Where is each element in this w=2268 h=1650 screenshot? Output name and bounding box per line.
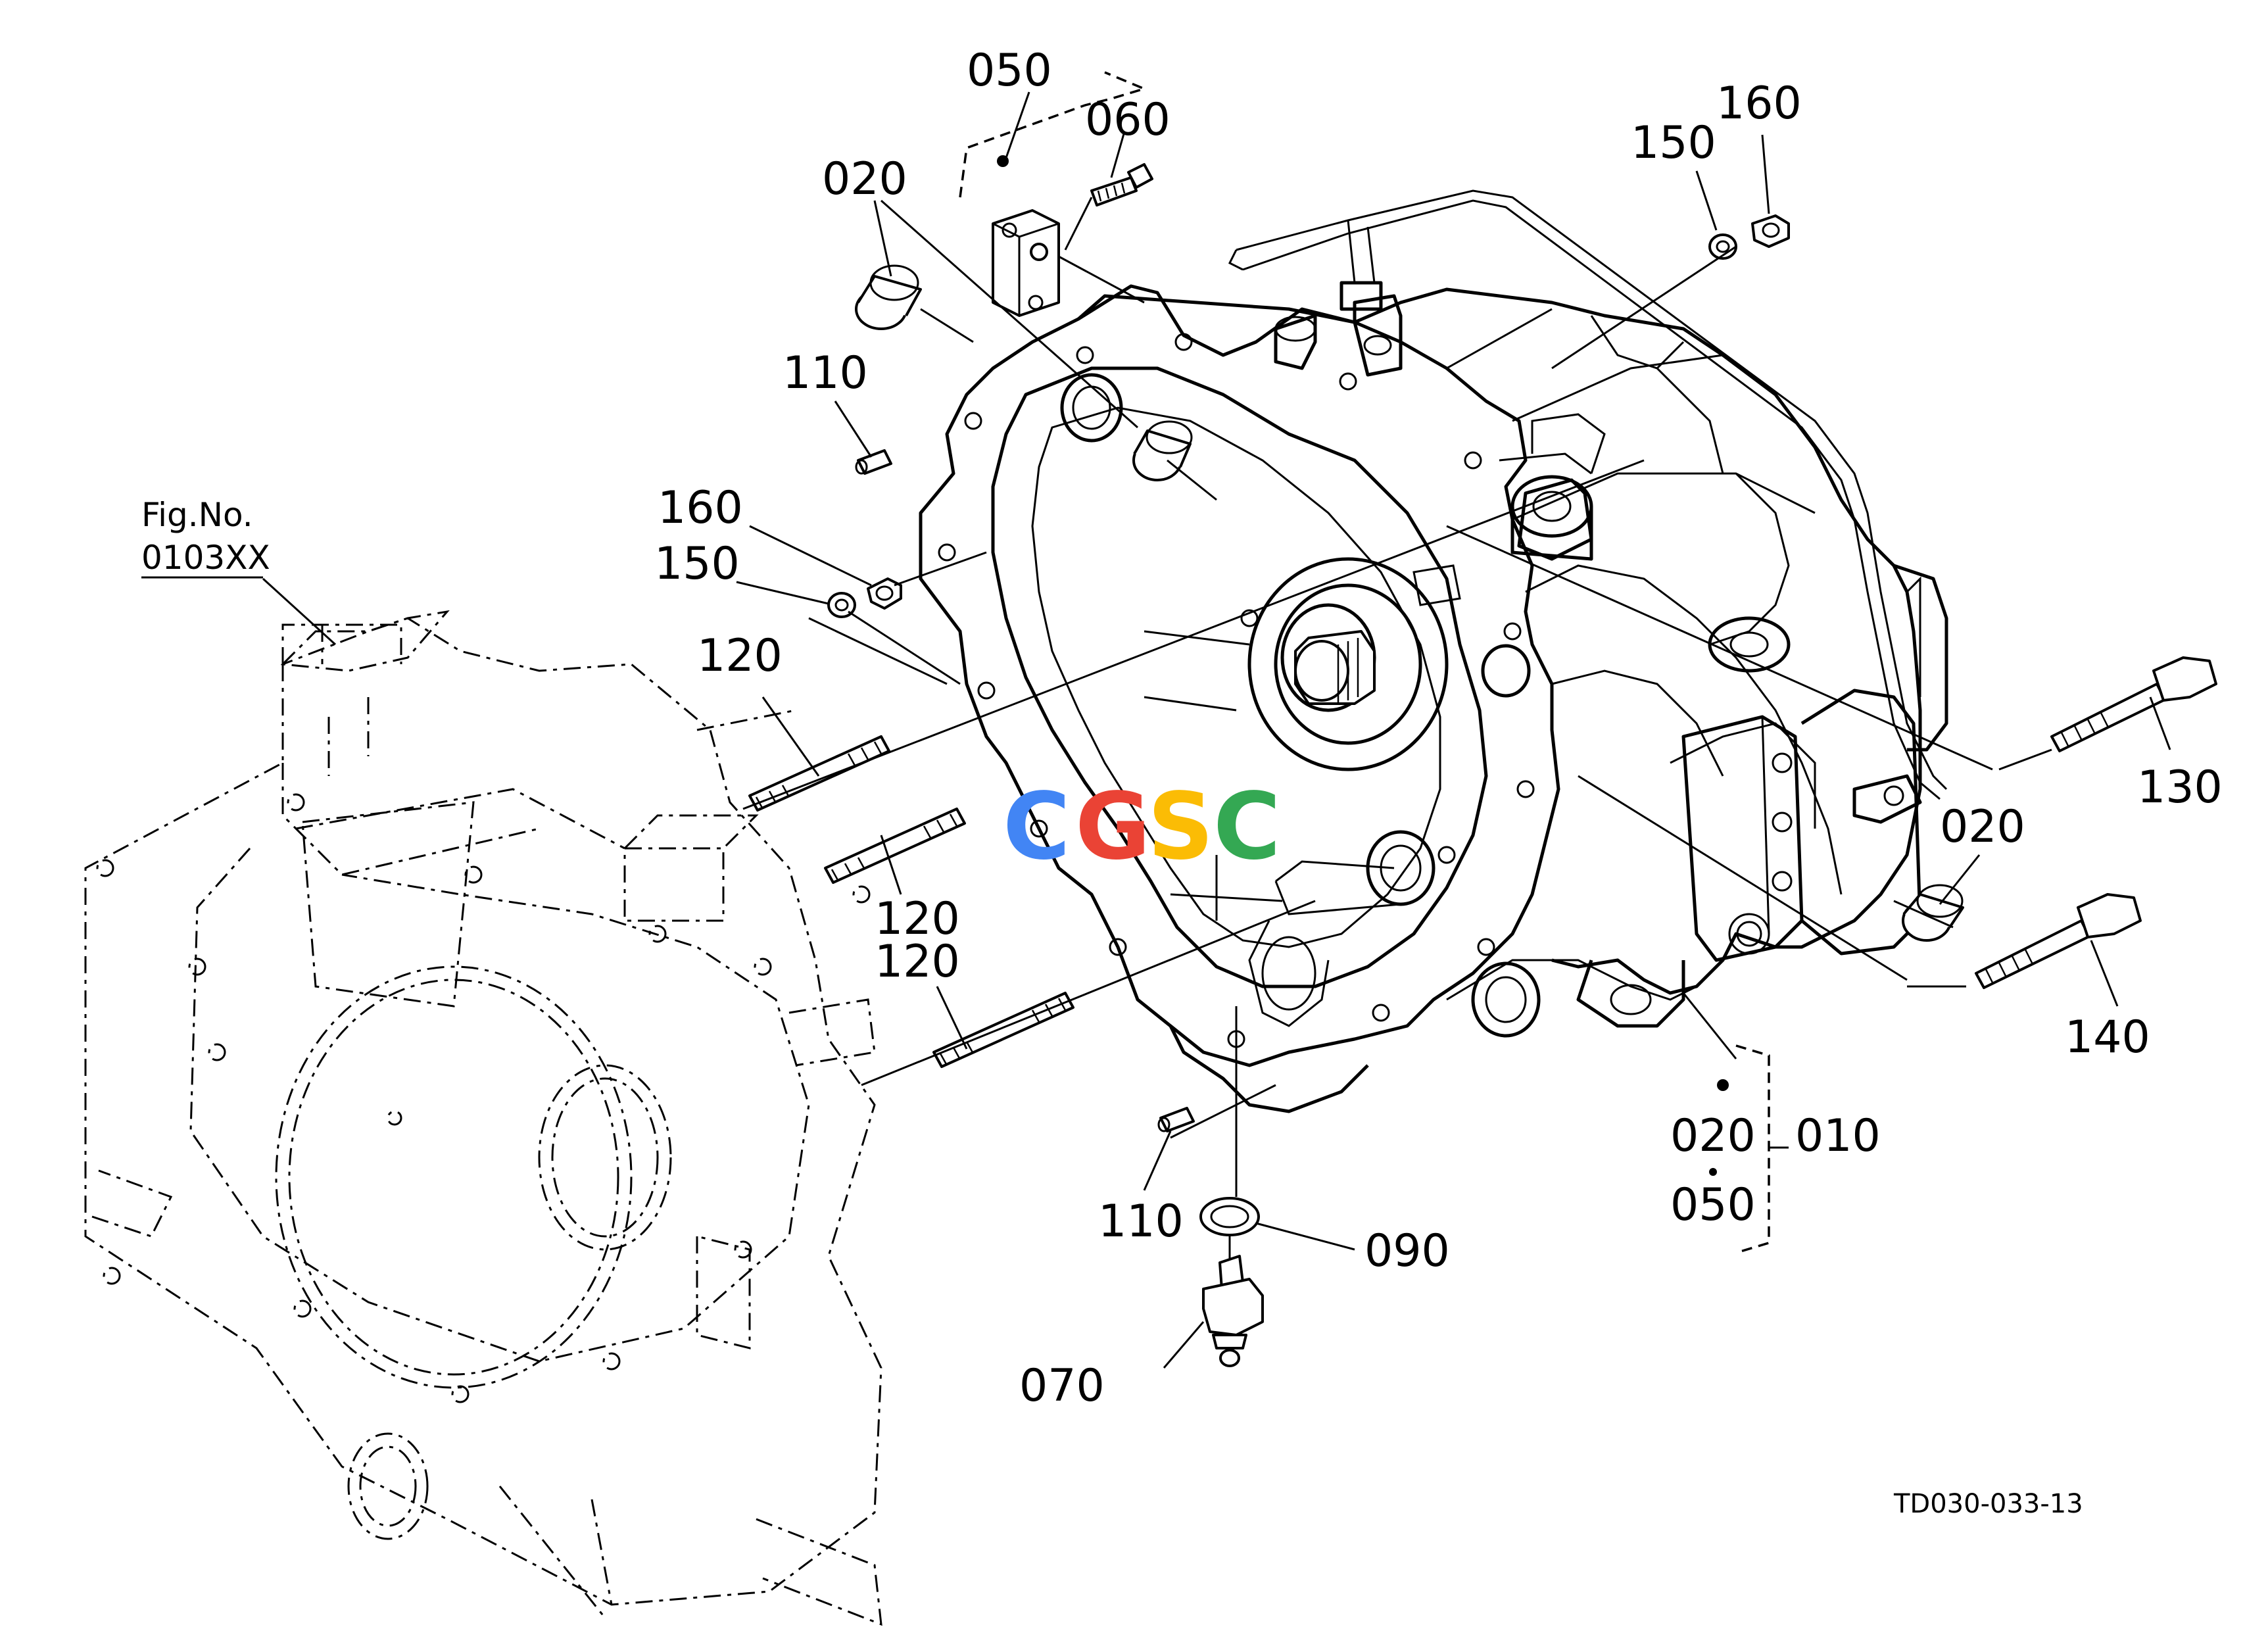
bolt-060	[1090, 163, 1153, 206]
callout-160-right: 160	[1716, 78, 1802, 130]
dowel-pin-110-bottom	[1157, 1107, 1195, 1132]
callout-010: 010	[1795, 1110, 1881, 1162]
bolt-140	[1975, 893, 2142, 989]
oring-090	[1199, 1197, 1260, 1236]
callout-020-group: 020	[1670, 1110, 1756, 1162]
flywheel-housing-phantom	[84, 610, 882, 1626]
callout-150-right: 150	[1631, 117, 1716, 169]
watermark-letter-3: S	[1147, 773, 1214, 881]
watermark: C G S C	[1003, 773, 1281, 881]
bracket-050	[992, 209, 1060, 317]
callout-140: 140	[2065, 1011, 2150, 1063]
group-dot-separator	[1709, 1168, 1717, 1176]
fig-ref-line1: Fig.No.	[141, 496, 253, 534]
stud-120-c	[932, 992, 1074, 1068]
group-brackets	[959, 71, 1789, 1254]
bushing-020-top	[855, 264, 922, 330]
callout-090: 090	[1364, 1225, 1450, 1277]
watermark-letter-2: G	[1075, 773, 1151, 881]
callout-110-bottom: 110	[1098, 1196, 1184, 1248]
dowel-pin-110-top	[855, 449, 892, 475]
group-dot-010	[1717, 1079, 1729, 1091]
callout-110-top: 110	[783, 347, 868, 399]
callout-150-left: 150	[654, 538, 740, 590]
figure-code: TD030-033-13	[1893, 1489, 2083, 1519]
sensor-070	[1202, 1255, 1264, 1367]
callout-060: 060	[1085, 94, 1170, 146]
callout-120-a: 120	[697, 630, 783, 682]
callout-labels: 050 060 020 110 160 150 120 120 120 150 …	[654, 45, 2223, 1412]
callout-160-left: 160	[658, 482, 743, 534]
figure-reference: Fig.No. 0103XX	[141, 496, 270, 577]
callout-120-b: 120	[875, 893, 960, 945]
bolt-130	[2050, 656, 2217, 752]
group-dot-050	[997, 155, 1009, 167]
washer-nut-right	[1708, 214, 1790, 260]
fig-ref-line2: 0103XX	[141, 539, 270, 577]
watermark-letter-1: C	[1003, 773, 1071, 881]
callout-020-right: 020	[1940, 801, 2025, 853]
oil-pipe	[1228, 189, 1948, 824]
washer-nut-left	[827, 577, 902, 618]
callout-050-group: 050	[1670, 1179, 1756, 1231]
callout-050-top: 050	[967, 45, 1052, 97]
leader-lines	[141, 91, 2171, 1369]
transmission-case	[919, 284, 1948, 1113]
stud-120-b	[824, 808, 966, 884]
bushing-020-right	[1902, 884, 1964, 942]
bushing-020-mid	[1132, 420, 1193, 481]
callout-020-top: 020	[822, 153, 907, 205]
callout-070: 070	[1019, 1360, 1105, 1412]
callout-130: 130	[2137, 762, 2223, 813]
callout-120-c: 120	[875, 936, 960, 988]
watermark-letter-4: C	[1213, 773, 1281, 881]
